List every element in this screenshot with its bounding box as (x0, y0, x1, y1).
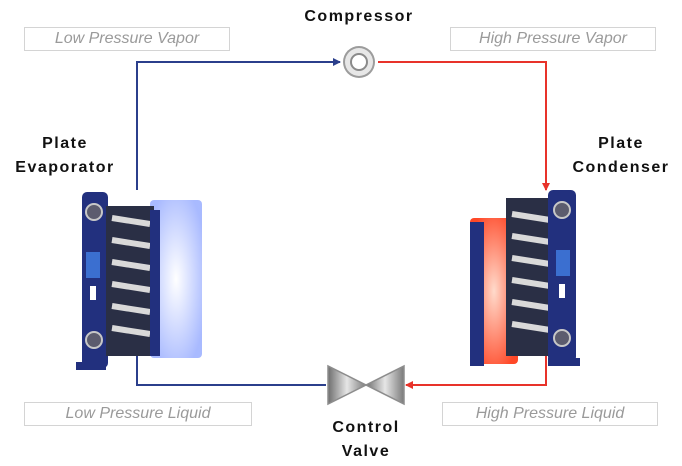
high-pressure-vapor-line (378, 61, 550, 191)
plate-heat-exchanger-icon (76, 192, 202, 370)
evaporator-title: Plate Evaporator (0, 132, 130, 180)
compressor-title-text: Compressor (304, 8, 414, 25)
low-pressure-liquid-line (136, 356, 326, 386)
high-pressure-liquid-line (405, 356, 547, 389)
control-valve-title-line-1: Control (332, 419, 400, 436)
compressor-title: Compressor (284, 5, 434, 29)
compressor-icon (343, 46, 375, 78)
low-pressure-liquid-label: Low Pressure Liquid (24, 402, 252, 426)
high-pressure-liquid-label: High Pressure Liquid (442, 402, 658, 426)
condenser-title: Plate Condenser (560, 132, 682, 180)
high-pressure-vapor-label: High Pressure Vapor (450, 27, 656, 51)
low-pressure-vapor-label: Low Pressure Vapor (24, 27, 230, 51)
condenser-title-line-2: Condenser (572, 159, 670, 176)
control-valve-title-line-2: Valve (341, 443, 391, 460)
low-pressure-vapor-line (136, 58, 341, 190)
evaporator-title-line-1: Plate (42, 135, 88, 152)
plate-heat-exchanger-icon (470, 190, 580, 366)
control-valve-icon (327, 364, 405, 406)
condenser-title-line-1: Plate (598, 135, 644, 152)
control-valve-title: Control Valve (306, 416, 426, 464)
evaporator-title-line-2: Evaporator (15, 159, 115, 176)
